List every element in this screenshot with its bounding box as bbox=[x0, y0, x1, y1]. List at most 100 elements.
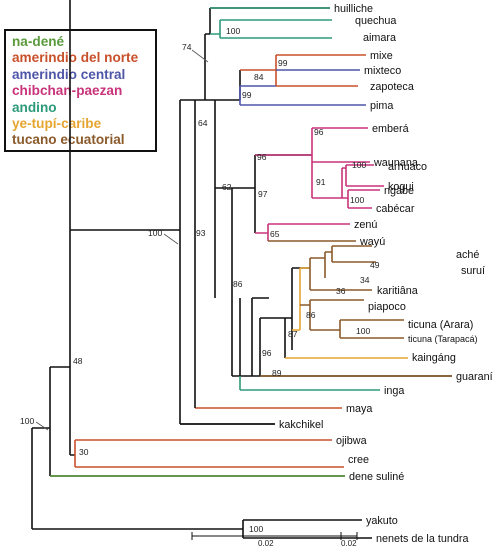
taxon-guarani: guaraní bbox=[456, 371, 493, 383]
taxon-zenu: zenú bbox=[354, 219, 377, 231]
legend-item-andino: andino bbox=[12, 99, 57, 115]
taxon-ojibwa: ojibwa bbox=[336, 435, 367, 447]
bootstrap-48: 48 bbox=[73, 356, 83, 366]
taxon-dene-suline: dene suliné bbox=[349, 471, 404, 483]
taxon-kakchikel: kakchikel bbox=[279, 419, 323, 431]
bootstrap-74: 74 bbox=[182, 42, 192, 52]
branch-node-86-inner bbox=[300, 299, 364, 330]
taxon-embera: emberá bbox=[372, 123, 409, 135]
taxon-cabecar: cabécar bbox=[376, 203, 415, 215]
branch-node-62 bbox=[214, 100, 240, 377]
bootstrap-64: 64 bbox=[198, 118, 208, 128]
legend-box: na-dené amerindio del norte amerindio ce… bbox=[4, 29, 157, 152]
taxon-kogui: kogui bbox=[388, 181, 414, 193]
branch-root bbox=[31, 427, 243, 530]
scale-bar-2 bbox=[340, 532, 358, 540]
bootstrap-93: 93 bbox=[196, 228, 206, 238]
taxon-labels: huilliche quechua aimara mixe mixteco za… bbox=[279, 3, 493, 545]
tree-branches bbox=[31, 0, 452, 539]
branch-tupi-inner bbox=[292, 267, 310, 331]
bootstrap-36: 36 bbox=[336, 286, 346, 296]
bootstrap-84: 84 bbox=[254, 72, 264, 82]
bootstrap-100-cabecar: 100 bbox=[350, 195, 364, 205]
taxon-zapoteca: zapoteca bbox=[370, 81, 414, 93]
branch-node-34 bbox=[310, 289, 372, 291]
bootstrap-62: 62 bbox=[222, 182, 232, 192]
bootstrap-30: 30 bbox=[79, 447, 89, 457]
taxon-kaingang: kaingáng bbox=[412, 352, 456, 364]
branch-node-93 bbox=[179, 99, 196, 408]
taxon-ticuna-arara: ticuna (Arara) bbox=[408, 319, 473, 331]
branch-node-96 bbox=[311, 162, 384, 199]
branch-andino bbox=[210, 19, 332, 39]
bootstrap-values: 74 100 99 84 99 64 96 96 100 91 100 97 6… bbox=[20, 26, 380, 534]
branch-yakuto-nenets bbox=[242, 519, 372, 539]
taxon-waunana: waunana bbox=[373, 157, 418, 169]
taxon-cree: cree bbox=[348, 454, 369, 466]
branch-mixe-group bbox=[205, 70, 241, 101]
bootstrap-100-main-leader bbox=[163, 233, 179, 245]
branch-zapoteca bbox=[239, 85, 366, 106]
bootstrap-100-root-leader bbox=[35, 421, 49, 431]
branch-node-100-main bbox=[69, 0, 275, 425]
branch-node-89 bbox=[252, 317, 452, 377]
bootstrap-34: 34 bbox=[360, 275, 370, 285]
bootstrap-65: 65 bbox=[270, 229, 280, 239]
legend-item-tucano-ecuatorial: tucano ecuatorial bbox=[12, 132, 125, 148]
bootstrap-91: 91 bbox=[316, 177, 326, 187]
bootstrap-100-ticuna: 100 bbox=[356, 326, 370, 336]
branch-ticuna bbox=[310, 319, 404, 339]
branch-node-86 bbox=[239, 297, 269, 377]
scale-label-2: 0.02 bbox=[341, 539, 357, 548]
taxon-maya: maya bbox=[346, 403, 372, 415]
taxon-quechua: quechua bbox=[355, 15, 396, 27]
legend-item-chibchan-paezan: chibchan-paezan bbox=[12, 83, 123, 99]
bootstrap-87: 87 bbox=[288, 329, 298, 339]
scale-bars bbox=[191, 532, 358, 540]
bootstrap-74-leader bbox=[191, 49, 209, 63]
bootstrap-99-mixe: 99 bbox=[278, 58, 288, 68]
taxon-nenets: nenets de la tundra bbox=[376, 533, 468, 545]
taxon-huilliche: huilliche bbox=[334, 3, 373, 15]
branch-node-65 bbox=[255, 223, 350, 241]
bootstrap-100-andino: 100 bbox=[226, 26, 240, 36]
bootstrap-49: 49 bbox=[370, 260, 380, 270]
branch-node-36 bbox=[309, 245, 376, 290]
bootstrap-100-main: 100 bbox=[148, 228, 162, 238]
bootstrap-86: 86 bbox=[233, 279, 243, 289]
branch-node-64 bbox=[195, 33, 210, 101]
branch-node-97 bbox=[232, 154, 312, 233]
bootstrap-97: 97 bbox=[258, 189, 268, 199]
branch-chibchan bbox=[255, 127, 370, 163]
bootstrap-100-yakuto: 100 bbox=[249, 524, 263, 534]
legend-item-ye-tupi-caribe: ye-tupí-caribe bbox=[12, 116, 102, 132]
bootstrap-100-root: 100 bbox=[20, 416, 34, 426]
taxon-arhuaco: arhuaco bbox=[388, 161, 427, 173]
taxon-wayu: wayú bbox=[359, 236, 385, 248]
branch-node-30 bbox=[74, 439, 344, 468]
taxon-pima: pima bbox=[370, 100, 393, 112]
taxon-yakuto: yakuto bbox=[366, 515, 398, 527]
bootstrap-99: 99 bbox=[242, 90, 252, 100]
taxon-ache: aché bbox=[456, 249, 479, 261]
bootstrap-86-inner: 86 bbox=[306, 310, 316, 320]
branch-ojibwa-cree bbox=[69, 367, 75, 456]
bootstrap-89: 89 bbox=[272, 368, 282, 378]
taxon-ngabe: ngäbe bbox=[384, 185, 414, 197]
taxon-surui: suruí bbox=[461, 265, 485, 277]
taxon-ticuna-tarapaca: ticuna (Tarapacá) bbox=[408, 334, 478, 344]
bootstrap-100-kogui: 100 bbox=[352, 160, 366, 170]
branch-node-96-tup bbox=[284, 267, 310, 358]
branch-cabecar bbox=[342, 189, 380, 209]
legend-item-na-dene: na-dené bbox=[12, 34, 65, 49]
taxon-mixe: mixe bbox=[370, 50, 393, 62]
legend-item-amerindio-norte: amerindio del norte bbox=[12, 50, 139, 66]
taxon-karitiana: karitiâna bbox=[377, 285, 418, 297]
branch-inga bbox=[239, 376, 380, 391]
bootstrap-96-chib: 96 bbox=[314, 127, 324, 137]
scale-label-1: 0.02 bbox=[258, 539, 274, 548]
taxon-mixteco: mixteco bbox=[364, 65, 401, 77]
taxon-piapoco: piapoco bbox=[368, 301, 406, 313]
taxon-aimara: aimara bbox=[363, 32, 396, 44]
